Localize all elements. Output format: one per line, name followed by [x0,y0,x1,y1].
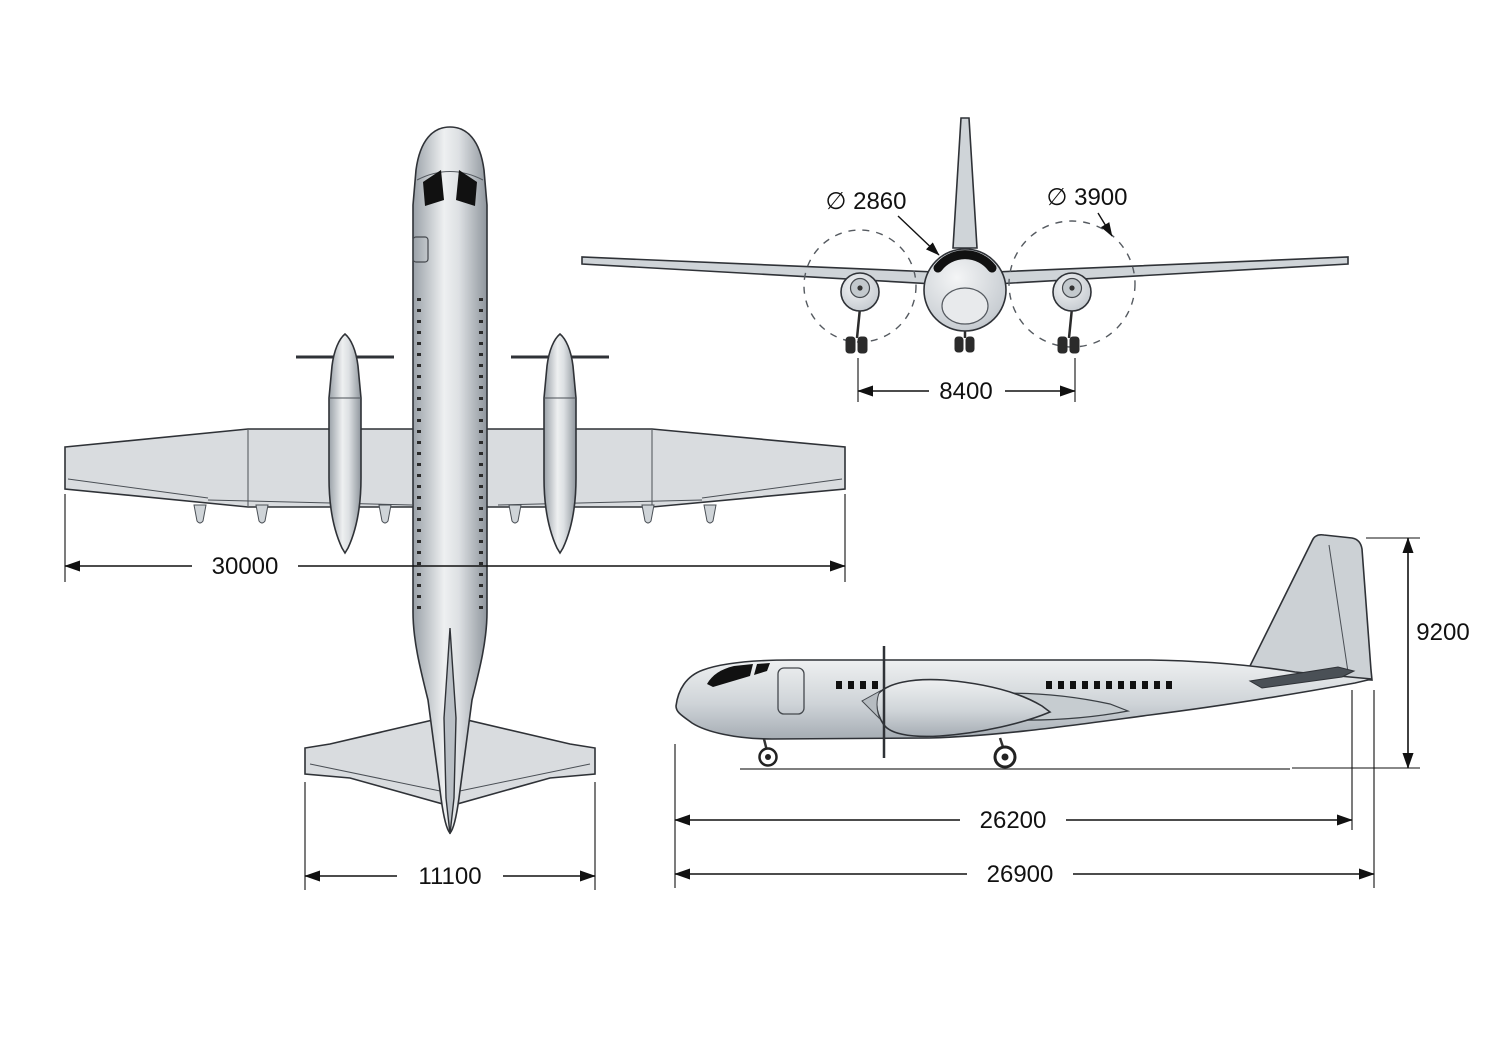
overall-length-value: 26900 [987,861,1054,888]
window [1046,681,1052,689]
spinner-side [861,689,882,720]
flap-fairing [641,504,655,524]
flap-fairings [193,504,717,524]
windshield-front [933,250,997,273]
flap-fairing [378,504,392,524]
dimension-wingspan: 30000 [64,494,846,582]
fin-plan [443,627,457,835]
front-view [581,117,1349,354]
propeller-diameter-value: ∅ 3900 [1047,184,1128,211]
wingspan-value: 30000 [212,553,279,580]
windshield-right-pane [456,170,477,206]
leader-line [897,215,940,256]
flap-left [207,499,413,506]
nose-wheel [954,336,964,353]
main-gear-front [845,307,1080,354]
cabin-windows-side [836,681,1172,689]
window [872,681,878,689]
window [848,681,854,689]
passenger-door [777,667,805,715]
flap-fairing [193,504,207,524]
flap-right [497,499,703,506]
wing-front-left [581,256,936,285]
fin-side [1246,533,1373,681]
nose-radome-front [941,287,989,325]
top-view [64,126,846,835]
spinner-hub-left [857,285,863,291]
fin-front [952,117,978,249]
label-bg [967,859,1073,889]
rudder-hinge [1328,544,1349,673]
dimension-fuselage-length: 26200 [674,690,1353,888]
windshield-side-aft-pane [754,663,770,675]
elevator-right [454,763,591,793]
dimension-annotations: 30000 11100 8400 ∅ 2860 ∅ 3900 [64,184,1474,891]
label-bg [1414,618,1474,646]
tail-height-value: 9200 [1416,619,1469,646]
window [1154,681,1160,689]
windshield-side [707,664,753,687]
window [1094,681,1100,689]
window [1166,681,1172,689]
engine-spacing-value: 8400 [939,378,992,405]
flap-fairing [508,504,522,524]
annotation-propeller-diameter: ∅ 3900 [1047,184,1128,237]
aileron-right [701,478,843,499]
elevator-left [309,763,446,793]
window [1070,681,1076,689]
gear-strut [855,307,862,339]
annotation-fuselage-diameter: ∅ 2860 [826,188,940,256]
main-wheel [857,336,868,354]
main-wheel [1069,336,1080,354]
fuselage-diameter-value: ∅ 2860 [826,188,907,215]
main-wheel [845,336,856,354]
gear-strut [1067,307,1074,339]
window [1058,681,1064,689]
dimension-engine-spacing: 8400 [857,358,1076,406]
forward-door-outline [412,236,429,263]
spinner-hub-right [1069,285,1075,291]
tailplane-side [1248,666,1356,689]
window [836,681,842,689]
label-bg [397,861,503,891]
side-view [675,533,1373,770]
engine-nacelle-right [543,332,577,555]
window [1142,681,1148,689]
aileron-left [67,478,209,499]
window [1106,681,1112,689]
nose-wheel-hub [765,754,771,760]
windshield-left-pane [423,170,444,206]
window [1130,681,1136,689]
window [860,681,866,689]
dimension-overall-length: 26900 [674,690,1375,889]
dimension-tailplane-span: 11100 [304,782,596,891]
tailplane-span-value: 11100 [418,863,481,890]
label-bg [929,376,1005,406]
flap-fairing [703,504,717,524]
nose-radome-seam [416,171,484,181]
flap-fairing [255,504,269,524]
label-bg [960,805,1066,835]
main-wheel [1057,336,1068,354]
window [1118,681,1124,689]
label-bg [192,551,298,581]
window [1082,681,1088,689]
engine-nacelle-left [328,332,362,555]
dimension-tail-height: 9200 [1292,537,1474,769]
leader-line [1097,212,1113,237]
wing-front-right [994,256,1349,285]
nose-wheel [965,336,975,353]
fuselage-length-value: 26200 [980,807,1047,834]
main-wheel-hub [1001,753,1009,761]
